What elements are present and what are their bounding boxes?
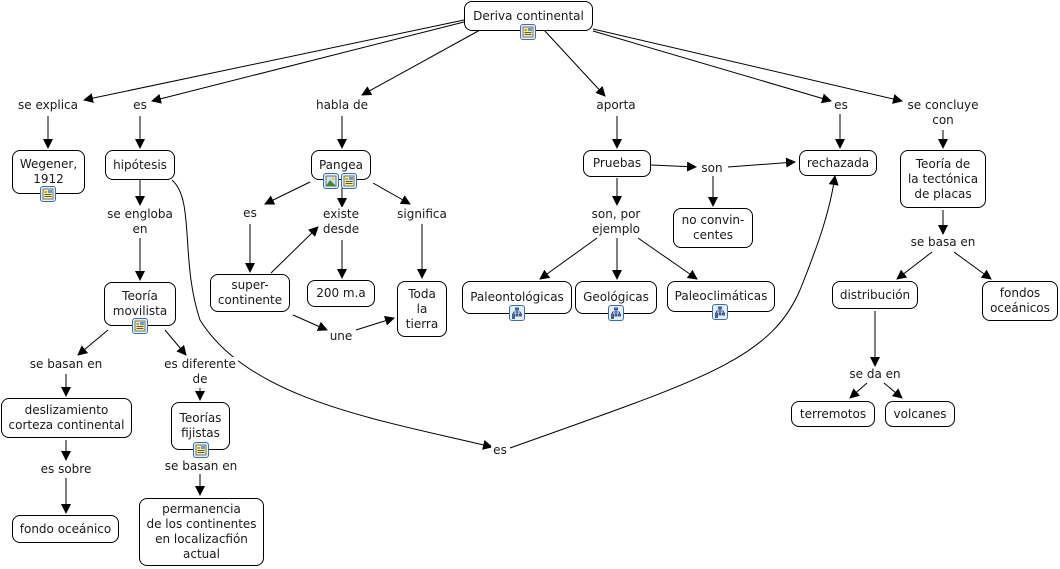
concept-deslizamiento[interactable]: deslizamiento corteza continental — [1, 398, 132, 438]
concept-supercontinente[interactable]: super- continente — [210, 274, 290, 312]
phrase-existe-desde[interactable]: existe desde — [320, 207, 362, 237]
link-root-aporta — [543, 29, 606, 97]
link-se-da-terremotos — [849, 382, 868, 399]
link-teoria-se-basan — [77, 329, 109, 356]
concept-tectonica-placas[interactable]: Teoría de la tectónica de placas — [900, 150, 986, 208]
link-pangea-es — [264, 181, 311, 205]
concept-no-convincentes[interactable]: no convin- centes — [673, 208, 753, 248]
concept-map-icon[interactable] — [712, 304, 728, 320]
link-root-se-concluye — [592, 28, 903, 104]
phrase-es-hipotesis[interactable]: es — [131, 98, 149, 113]
phrase-se-da-en[interactable]: se da en — [847, 367, 903, 382]
phrase-es-curve[interactable]: es — [491, 443, 509, 458]
link-root-habla-de — [361, 29, 481, 96]
phrase-es-diferente-de[interactable]: es diferente de — [162, 357, 238, 387]
concept-200-ma[interactable]: 200 m.a — [307, 280, 375, 307]
concept-permanencia[interactable]: permanencia de los continentes en locali… — [139, 498, 264, 566]
concept-fondos-oceanicos[interactable]: fondos oceánicos — [982, 281, 1058, 321]
document-icon[interactable] — [40, 186, 56, 202]
document-icon[interactable] — [132, 318, 148, 334]
concept-map-icon[interactable] — [509, 305, 525, 321]
phrase-son-por-ejemplo[interactable]: son, por ejemplo — [589, 207, 643, 237]
link-ejemplo-paleontologicas — [539, 237, 598, 280]
phrase-es-sobre[interactable]: es sobre — [38, 462, 94, 477]
link-se-basa-fondos — [953, 251, 992, 280]
concept-fondo-oceanico[interactable]: fondo oceánico — [12, 515, 119, 543]
concept-map-icon[interactable] — [608, 305, 624, 321]
phrase-se-basa-en[interactable]: se basa en — [908, 235, 978, 250]
concept-rechazada[interactable]: rechazada — [799, 150, 877, 176]
link-root-se-explica — [83, 19, 465, 104]
link-root-es-right — [592, 30, 832, 104]
phrase-son[interactable]: son — [699, 161, 725, 176]
document-icon[interactable] — [193, 442, 209, 458]
link-supercontinente-existe — [270, 226, 319, 274]
link-root-es — [151, 21, 465, 104]
link-teoria-es-diferente — [164, 329, 187, 356]
document-icon[interactable] — [341, 173, 357, 189]
image-icon[interactable] — [323, 173, 339, 189]
phrase-une[interactable]: une — [327, 329, 355, 344]
phrase-se-basan-en-1[interactable]: se basan en — [27, 357, 105, 372]
link-une-toda — [355, 315, 395, 331]
link-son-rechazada — [727, 157, 796, 168]
document-icon[interactable] — [520, 24, 536, 40]
link-se-da-volcanes — [883, 382, 903, 399]
phrase-significa[interactable]: significa — [395, 207, 449, 222]
concept-volcanes[interactable]: volcanes — [885, 401, 955, 427]
phrase-se-engloba-en[interactable]: se engloba en — [105, 207, 175, 237]
link-se-basa-distribucion — [896, 251, 933, 280]
concept-pruebas[interactable]: Pruebas — [583, 150, 651, 177]
phrase-habla-de[interactable]: habla de — [313, 98, 371, 113]
link-pangea-significa — [372, 182, 411, 205]
concept-geologicas[interactable]: Geológicas — [575, 281, 657, 314]
phrase-se-basan-en-2[interactable]: se basan en — [162, 459, 240, 474]
link-supercontinente-une — [292, 314, 328, 331]
phrase-aporta[interactable]: aporta — [594, 98, 638, 113]
phrase-es-pangea[interactable]: es — [241, 206, 259, 221]
phrase-se-concluye-con[interactable]: se concluye con — [905, 98, 981, 128]
concept-distribucion[interactable]: distribución — [832, 281, 918, 309]
concept-toda-la-tierra[interactable]: Toda la tierra — [397, 281, 447, 337]
phrase-es-rechazada[interactable]: es — [832, 98, 850, 113]
concept-pangea[interactable]: Pangea — [311, 150, 371, 180]
phrase-se-explica[interactable]: se explica — [16, 98, 80, 113]
link-pruebas-son — [650, 161, 697, 172]
concept-terremotos[interactable]: terremotos — [791, 401, 875, 427]
concept-hipotesis[interactable]: hipótesis — [105, 150, 175, 180]
